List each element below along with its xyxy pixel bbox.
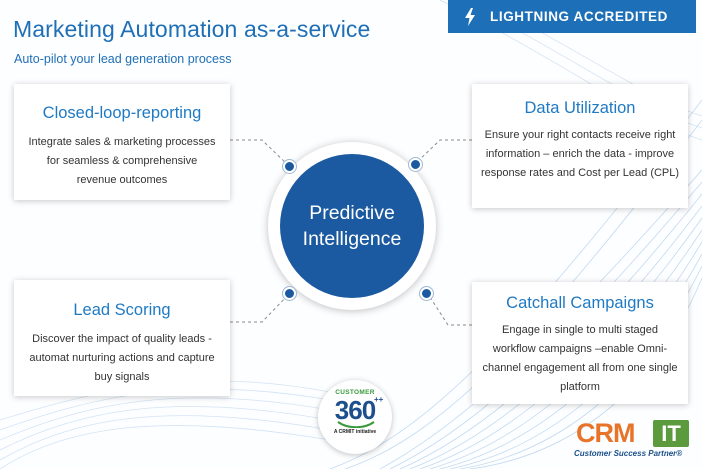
customer-360-top-text: CUSTOMER (335, 389, 375, 396)
card-text-lead-scoring: Discover the impact of quality leads - a… (29, 333, 215, 383)
card-title-lead-scoring: Lead Scoring (73, 301, 171, 319)
card-text-data-utilization: Ensure your right contacts receive right… (480, 129, 680, 179)
card-text-closed-loop-reporting: Integrate sales & marketing processes fo… (28, 136, 216, 186)
crmit-it-box: IT (653, 420, 689, 447)
connector-dot-bottom-right (420, 287, 433, 300)
lightning-accredited-badge: LIGHTNING ACCREDITED (448, 0, 696, 33)
page-subtitle: Auto-pilot your lead generation process (14, 52, 232, 66)
center-label-line1: Predictive (309, 202, 395, 224)
lightning-bolt-icon (465, 7, 475, 26)
crmit-brand-text: CRM (576, 418, 635, 448)
customer-360-logo: CUSTOMER 360 ++ A CRMIT initiative (318, 380, 392, 454)
swoosh-icon (337, 421, 375, 428)
card-title-data-utilization: Data Utilization (524, 99, 636, 117)
predictive-intelligence-circle: Predictive Intelligence (280, 154, 424, 298)
crmit-tagline: Customer Success Partner® (574, 449, 683, 458)
customer-360-number: 360 (334, 395, 376, 425)
connector-dot-bottom-left (283, 287, 296, 300)
page-title: Marketing Automation as-a-service (13, 16, 371, 42)
card-title-catchall-campaigns: Catchall Campaigns (506, 294, 654, 312)
badge-label: LIGHTNING ACCREDITED (490, 9, 668, 24)
card-closed-loop-reporting: Closed-loop-reporting Integrate sales & … (14, 84, 230, 200)
customer-360-bottom-text: A CRMIT initiative (333, 429, 377, 435)
connector-dot-top-right (409, 158, 422, 171)
connector-dot-top-left (283, 160, 296, 173)
card-lead-scoring: Lead Scoring Discover the impact of qual… (14, 280, 230, 396)
customer-360-plus: ++ (374, 395, 384, 404)
crmit-logo: CRM IT Customer Success Partner® (574, 418, 694, 464)
card-text-catchall-campaigns: Engage in single to multi staged workflo… (482, 324, 678, 393)
card-title-closed-loop-reporting: Closed-loop-reporting (42, 104, 202, 122)
card-data-utilization: Data Utilization Ensure your right conta… (472, 84, 688, 208)
card-catchall-campaigns: Catchall Campaigns Engage in single to m… (472, 282, 688, 404)
center-label-line2: Intelligence (302, 228, 402, 250)
